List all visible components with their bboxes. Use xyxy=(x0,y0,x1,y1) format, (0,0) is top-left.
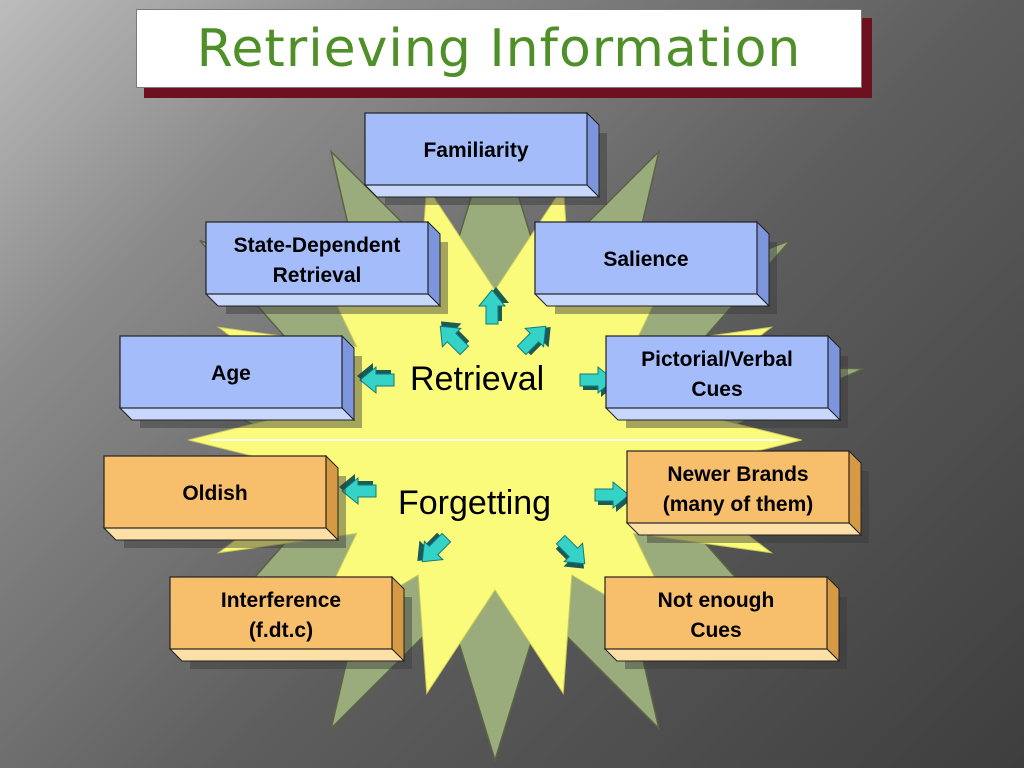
box-front xyxy=(364,112,588,186)
arrow-right-forgetting xyxy=(594,480,632,512)
box-front xyxy=(205,221,429,295)
box-bottom xyxy=(604,407,842,421)
box-label: Pictorial/Verbal xyxy=(641,348,793,371)
arrow-face xyxy=(555,534,586,565)
box-front xyxy=(103,455,327,529)
box-label: Interference xyxy=(221,589,341,612)
arrow-face xyxy=(439,325,470,356)
box-oldish: Oldish xyxy=(102,454,346,548)
box-side xyxy=(756,220,770,308)
box-label: Newer Brands xyxy=(667,463,808,486)
arrow-up xyxy=(477,287,509,325)
arrow-face xyxy=(516,325,547,356)
box-bottom xyxy=(625,522,863,536)
box-label: (f.dt.c) xyxy=(249,619,313,642)
box-label: Cues xyxy=(690,619,741,642)
box-side xyxy=(341,334,355,422)
arrow-left-retrieval xyxy=(357,363,395,395)
box-front xyxy=(626,450,850,524)
box-front xyxy=(119,335,343,409)
box-bottom xyxy=(168,648,406,662)
box-age: Age xyxy=(118,334,362,428)
arrow-face xyxy=(359,365,395,395)
box-bottom xyxy=(102,527,340,541)
box-label: Cues xyxy=(691,378,742,401)
box-familiarity: Familiarity xyxy=(363,111,607,205)
box-label: Not enough xyxy=(658,589,775,612)
box-interference: Interference (f.dt.c) xyxy=(168,575,412,669)
box-salience: Salience xyxy=(533,220,777,314)
box-bottom xyxy=(204,293,442,307)
title-box: Retrieving Information xyxy=(136,9,862,88)
arrow-face xyxy=(594,480,630,510)
forgetting-label: Forgetting xyxy=(398,484,552,522)
arrow-up-left xyxy=(439,321,470,356)
arrow-down-right xyxy=(555,534,586,569)
box-side xyxy=(391,575,405,663)
arrow-face xyxy=(421,532,452,563)
box-label: Retrieval xyxy=(273,264,362,287)
page-title: Retrieving Information xyxy=(196,18,802,79)
box-label: Oldish xyxy=(182,482,247,505)
box-side xyxy=(826,575,840,663)
arrow-face xyxy=(341,476,377,506)
box-bottom xyxy=(533,293,771,307)
arrow-face xyxy=(477,289,507,325)
box-newer-brands: Newer Brands (many of them) xyxy=(625,449,869,543)
box-label: Age xyxy=(211,362,251,385)
box-label: (many of them) xyxy=(663,493,814,516)
box-front xyxy=(534,221,758,295)
box-side xyxy=(586,111,600,199)
box-side xyxy=(325,454,339,542)
box-front xyxy=(604,576,828,650)
box-label: State-Dependent xyxy=(234,234,401,257)
box-side xyxy=(427,220,441,308)
retrieval-label: Retrieval xyxy=(410,360,545,398)
box-side xyxy=(827,334,841,422)
box-bottom xyxy=(118,407,356,421)
box-bottom xyxy=(603,648,841,662)
box-bottom xyxy=(363,184,601,198)
box-label: Familiarity xyxy=(423,139,528,162)
arrow-up-right xyxy=(516,325,551,356)
box-front xyxy=(605,335,829,409)
box-side xyxy=(848,449,862,537)
box-front xyxy=(169,576,393,650)
box-label: Salience xyxy=(603,248,688,271)
arrow-down-left xyxy=(417,532,452,563)
arrow-left-forgetting xyxy=(339,474,377,506)
